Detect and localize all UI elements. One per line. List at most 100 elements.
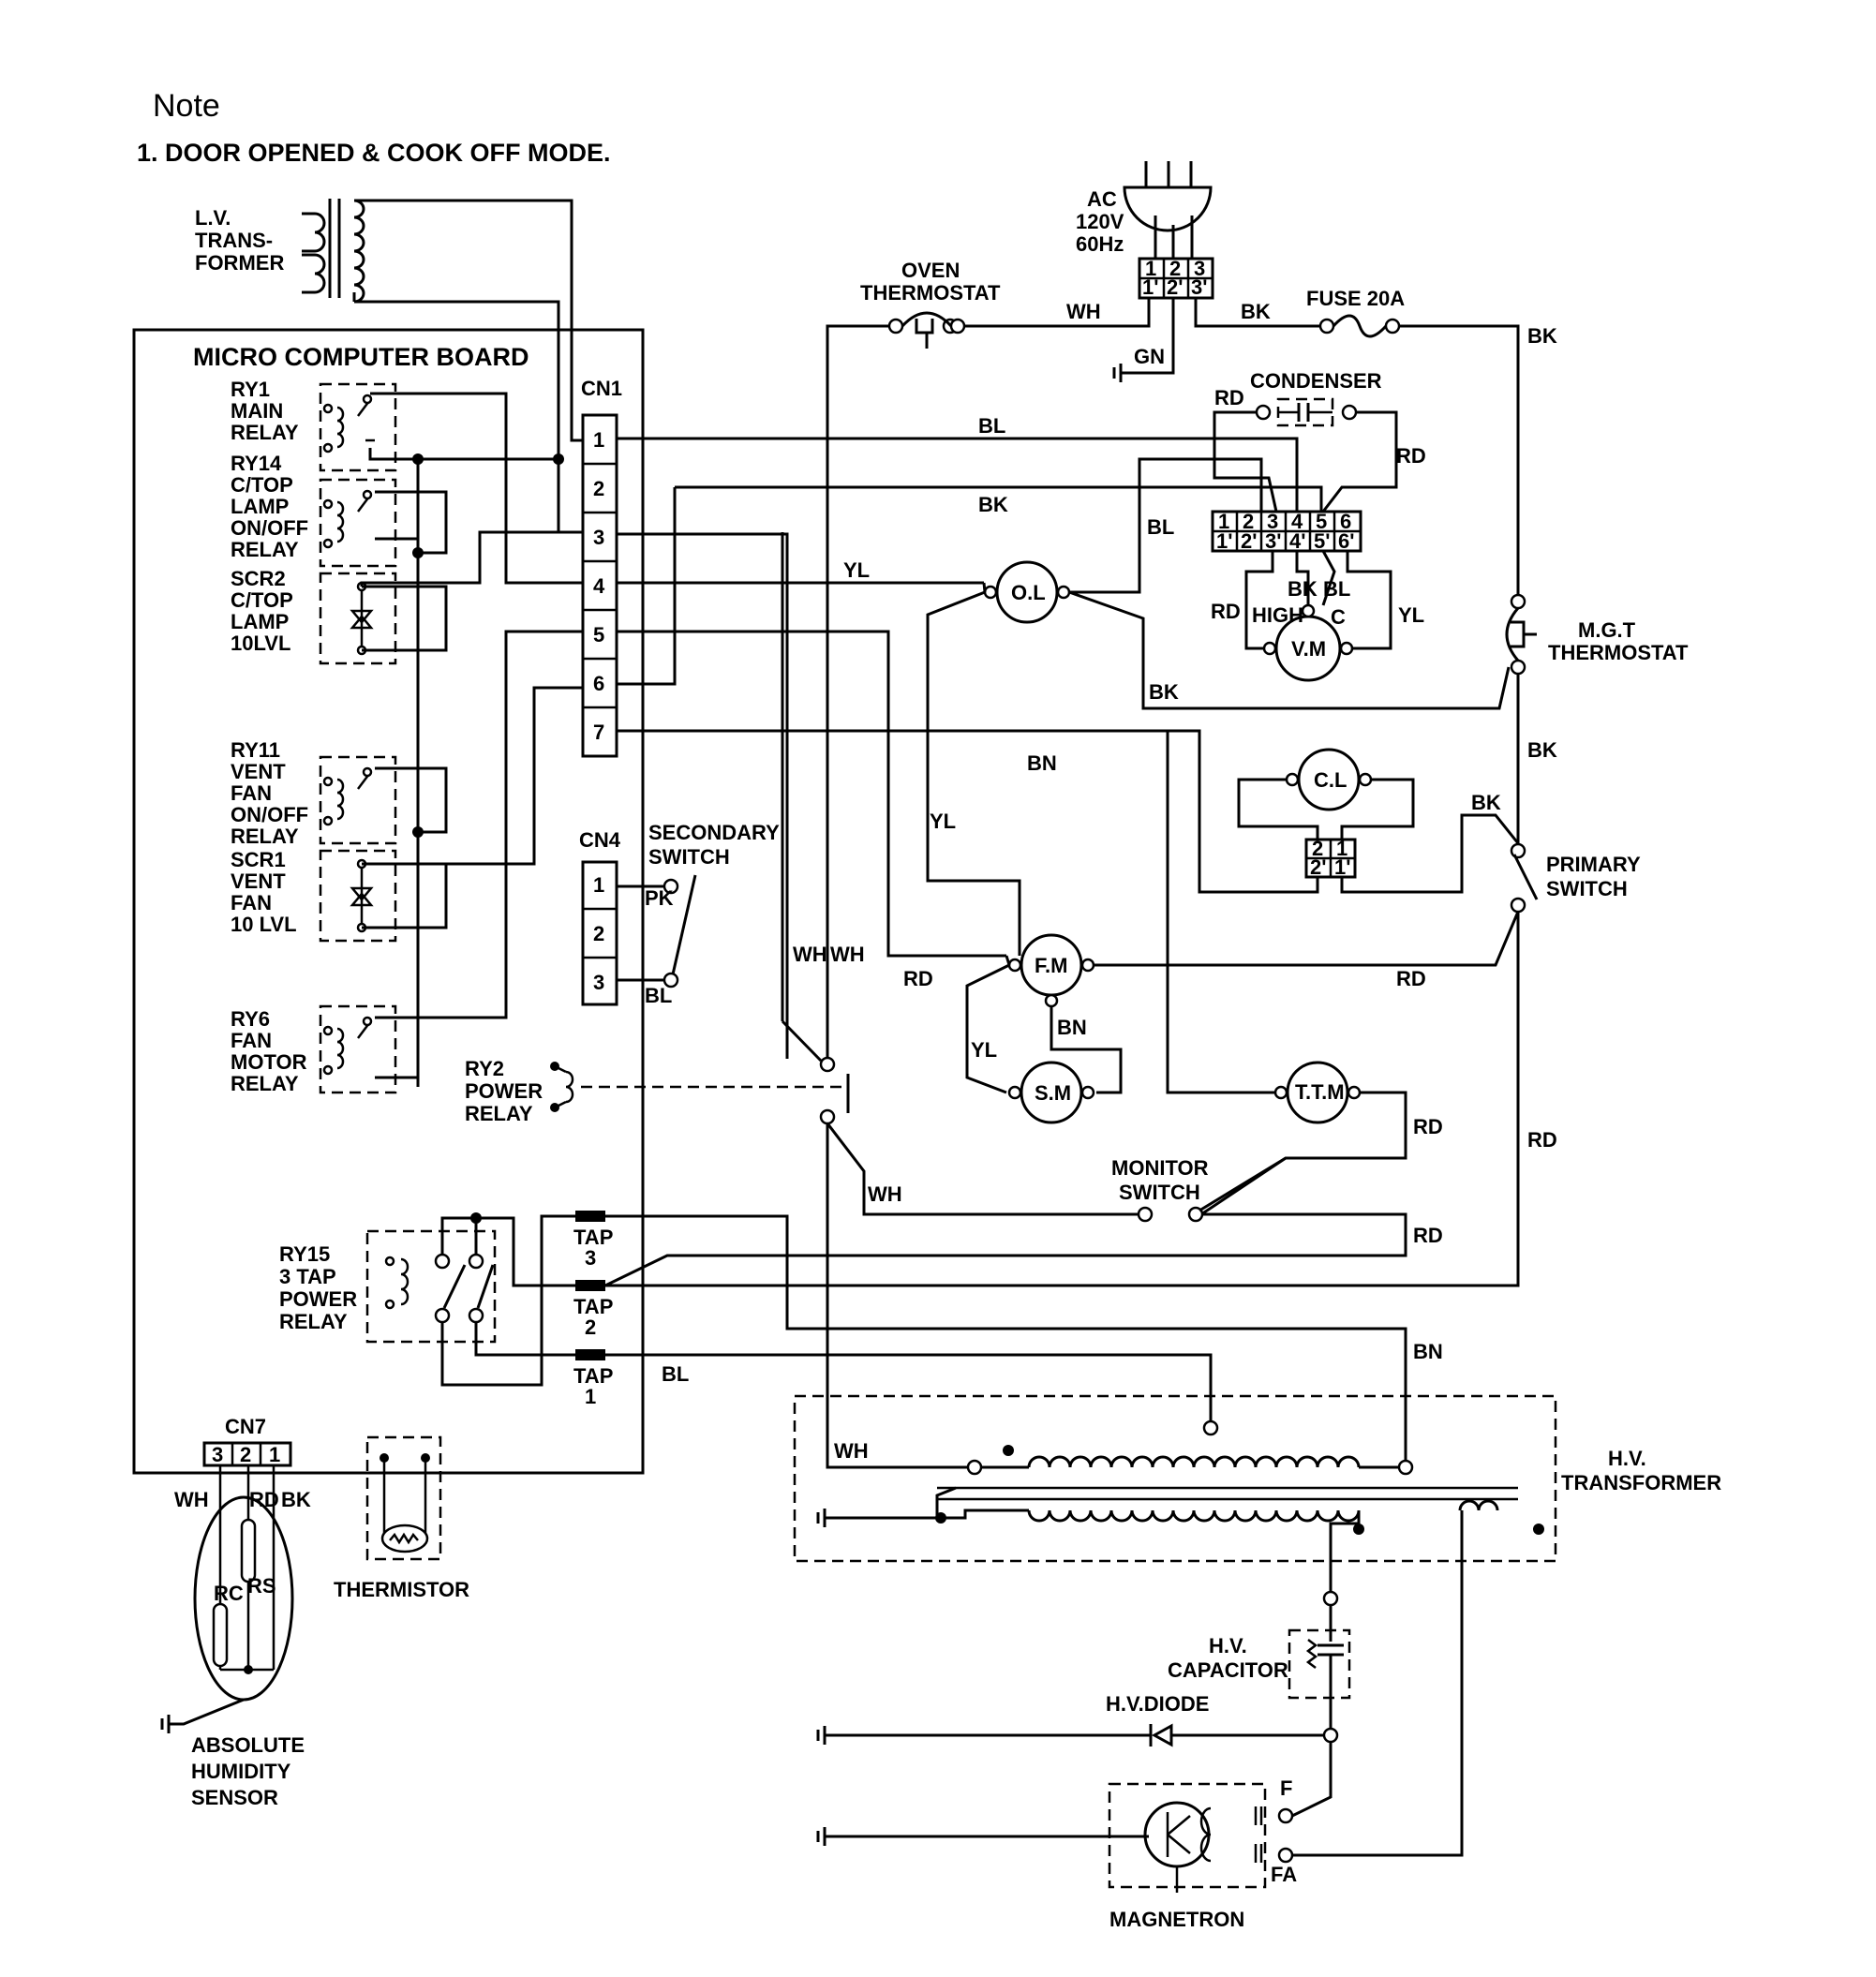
secondary-switch-label-2: SWITCH bbox=[648, 845, 730, 869]
wire-label-gn: GN bbox=[1134, 345, 1165, 368]
secondary-switch-icon bbox=[663, 874, 697, 988]
cn1-pin-5: 5 bbox=[593, 623, 604, 647]
lv-transformer-icon bbox=[302, 199, 365, 304]
vm-conn-pin-6: 6 bbox=[1340, 510, 1351, 533]
hs-rs-label: RS bbox=[247, 1574, 276, 1598]
cl-conn-pin-2p: 2' bbox=[1310, 855, 1326, 879]
hv-transformer-label-2: TRANSFORMER bbox=[1561, 1471, 1721, 1494]
ttm-turntable-motor-icon bbox=[1273, 1061, 1362, 1124]
vm-label: V.M bbox=[1291, 637, 1326, 661]
magnetron-f-label: F bbox=[1280, 1776, 1292, 1800]
wire-label-wh-3: WH bbox=[830, 943, 865, 966]
vm-vent-motor-icon bbox=[1262, 603, 1354, 682]
ry11-label-1: RY11 bbox=[231, 738, 280, 762]
wire-label-yl-cn1: YL bbox=[843, 558, 870, 582]
wire-label-rd-fm: RD bbox=[1396, 967, 1426, 990]
monitor-switch-label-2: SWITCH bbox=[1119, 1181, 1200, 1204]
wire-label-rd-primary: RD bbox=[1527, 1128, 1557, 1152]
ry11-label-5: RELAY bbox=[231, 825, 299, 848]
wire-label-wh-5: WH bbox=[834, 1439, 869, 1463]
tap3-label-2: 3 bbox=[585, 1246, 596, 1270]
tap1-label-1: TAP bbox=[573, 1364, 613, 1388]
ry14-label-3: LAMP bbox=[231, 495, 289, 518]
cn4-connector bbox=[581, 860, 618, 1006]
cn1-pin-1: 1 bbox=[593, 428, 604, 452]
mgt-thermostat-icon bbox=[1505, 593, 1537, 676]
cn1-label: CN1 bbox=[581, 377, 622, 400]
vm-conn-pin-2p: 2' bbox=[1241, 529, 1257, 553]
condenser-icon bbox=[1255, 397, 1358, 427]
wire-label-rd-cond-1: RD bbox=[1214, 386, 1244, 409]
wire-label-wh-4: WH bbox=[868, 1182, 902, 1206]
thermistor-label: THERMISTOR bbox=[334, 1578, 469, 1601]
ry11-label-3: FAN bbox=[231, 781, 272, 805]
cn1-pin-3: 3 bbox=[593, 526, 604, 549]
oven-thermostat-icon bbox=[887, 311, 966, 349]
note-title: Note bbox=[153, 88, 220, 124]
cn1-pin-6: 6 bbox=[593, 672, 604, 695]
ry11-label-4: ON/OFF bbox=[231, 803, 308, 826]
ac-frequency: 60Hz bbox=[1076, 232, 1124, 256]
ry6-fan-motor-relay-icon bbox=[319, 1004, 397, 1094]
tap2-label-1: TAP bbox=[573, 1295, 613, 1318]
wire-label-wh-2: WH bbox=[793, 943, 827, 966]
wire-label-yl-sm: YL bbox=[971, 1038, 997, 1062]
hv-secondary-coil-icon bbox=[935, 1499, 1544, 1535]
micro-computer-board bbox=[132, 328, 645, 1475]
mgt-thermostat-label-2: THERMOSTAT bbox=[1548, 641, 1689, 664]
magnetron-icon bbox=[1108, 1782, 1267, 1893]
vm-c-label: C bbox=[1331, 605, 1346, 629]
ry15-label-1: RY15 bbox=[279, 1242, 330, 1266]
ry15-label-3: POWER bbox=[279, 1287, 357, 1311]
tap1-terminal bbox=[575, 1349, 605, 1360]
fm-label: F.M bbox=[1035, 954, 1067, 977]
ry15-3tap-relay-icon bbox=[365, 1229, 497, 1344]
wire-label-rd-vm: RD bbox=[1211, 600, 1241, 623]
ry1-label-3: RELAY bbox=[231, 421, 299, 444]
oven-thermostat-label-1: OVEN bbox=[901, 259, 960, 282]
vm-conn-pin-2: 2 bbox=[1243, 510, 1254, 533]
cl-conn-pin-2: 2 bbox=[1312, 837, 1323, 860]
primary-switch-label-2: SWITCH bbox=[1546, 877, 1628, 900]
humidity-sensor-label-2: HUMIDITY bbox=[191, 1760, 291, 1783]
cn7-pin-1: 1 bbox=[269, 1443, 280, 1466]
ry6-label-4: RELAY bbox=[231, 1072, 299, 1095]
ry11-vent-fan-relay-icon bbox=[319, 755, 397, 845]
ry1-main-relay-icon bbox=[319, 382, 397, 472]
cn4-pin-1: 1 bbox=[593, 873, 604, 897]
hv-diode-label: H.V.DIODE bbox=[1106, 1692, 1209, 1716]
magnetron-fa-label: FA bbox=[1271, 1863, 1297, 1886]
mgt-thermostat-label-1: M.G.T bbox=[1578, 618, 1636, 642]
cn7-connector bbox=[202, 1441, 292, 1467]
humidity-sensor-label-1: ABSOLUTE bbox=[191, 1733, 305, 1757]
ry6-label-3: MOTOR bbox=[231, 1050, 307, 1074]
ry14-label-5: RELAY bbox=[231, 538, 299, 561]
scr1-label-1: SCR1 bbox=[231, 848, 286, 871]
vm-conn-pin-6p: 6' bbox=[1338, 529, 1354, 553]
ry15-label-2: 3 TAP bbox=[279, 1265, 336, 1288]
thermistor-icon bbox=[365, 1435, 442, 1561]
wire-label-bk-1: BK bbox=[1241, 300, 1271, 323]
wire-label-rd-cond-2: RD bbox=[1396, 444, 1426, 468]
ground-icon bbox=[1112, 364, 1123, 382]
wire-label-bl-cn4: BL bbox=[645, 984, 672, 1007]
vm-conn-pin-1: 1 bbox=[1218, 510, 1229, 533]
cl-cooktop-lamp-icon bbox=[1285, 748, 1373, 811]
scr1-label-4: 10 LVL bbox=[231, 913, 297, 936]
wire-label-bl-vm: BL bbox=[1323, 577, 1350, 601]
ry1-label-2: MAIN bbox=[231, 399, 283, 423]
plug-pin-3: 3 bbox=[1194, 257, 1205, 280]
scr2-label-2: C/TOP bbox=[231, 588, 293, 612]
lv-transformer-label-1: L.V. bbox=[195, 206, 231, 230]
wire-label-pk: PK bbox=[645, 886, 674, 910]
ry14-label-4: ON/OFF bbox=[231, 516, 308, 540]
wire-label-bk-4: BK bbox=[1471, 791, 1501, 814]
wire-label-yl-vm: YL bbox=[1398, 603, 1424, 627]
humidity-sensor-label-3: SENSOR bbox=[191, 1786, 278, 1809]
plug-pin-1: 1 bbox=[1145, 257, 1156, 280]
hv-capacitor-label-2: CAPACITOR bbox=[1168, 1658, 1288, 1682]
hv-primary-coil-icon bbox=[966, 1420, 1414, 1476]
wire-label-rd-cn7: RD bbox=[249, 1488, 279, 1511]
ground-icon-sensor bbox=[160, 1715, 171, 1733]
ttm-label: T.T.M bbox=[1295, 1080, 1345, 1104]
